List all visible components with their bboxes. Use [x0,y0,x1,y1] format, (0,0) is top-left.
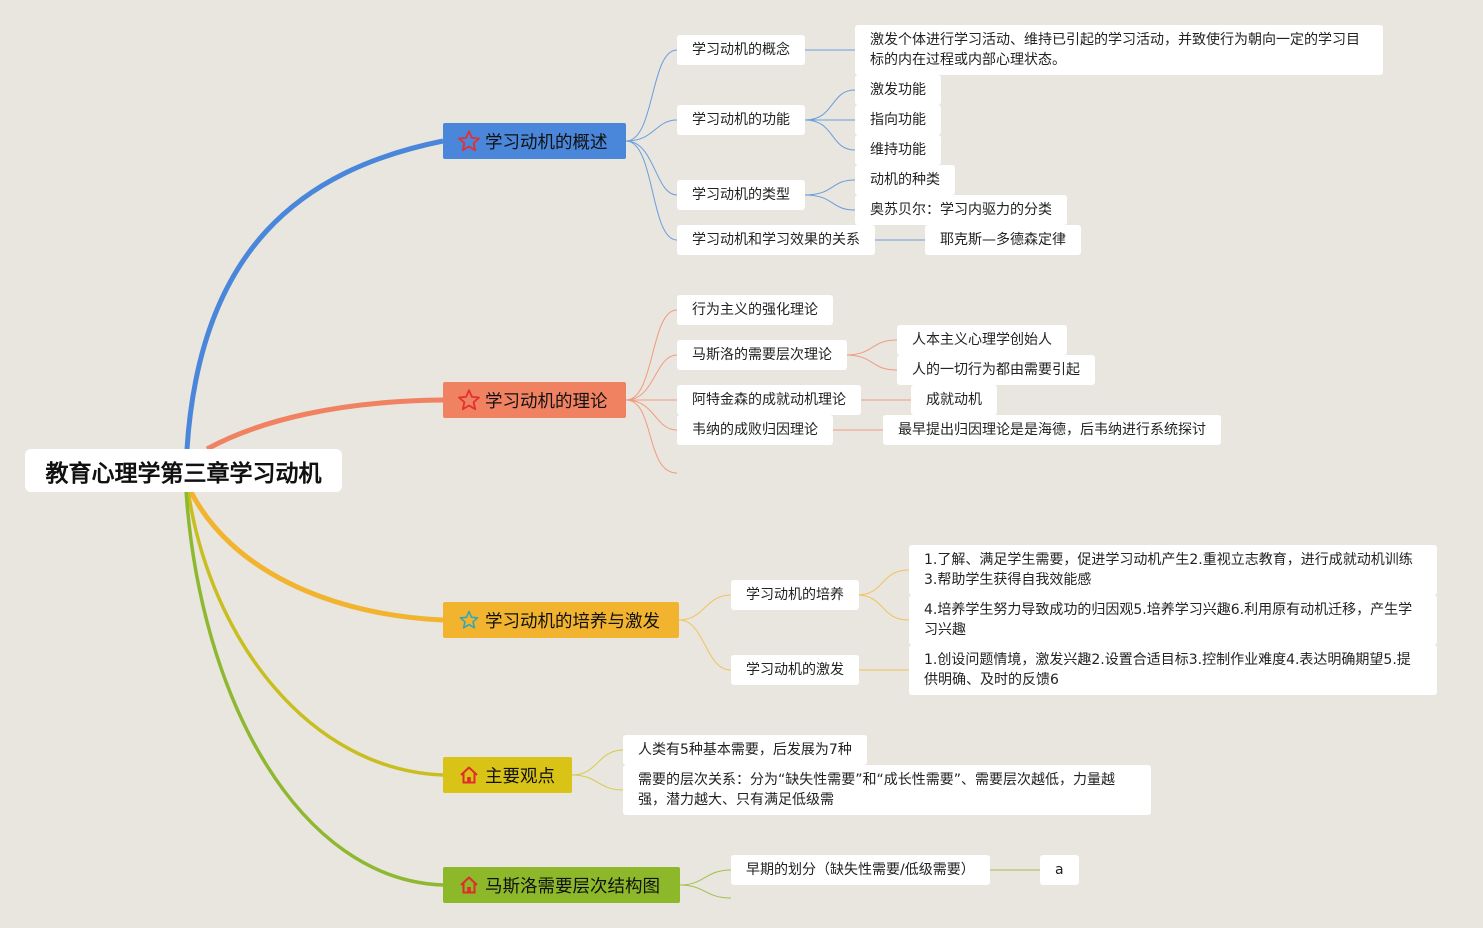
node-maslow-item[interactable]: 人本主义心理学创始人 [897,325,1067,355]
branch-maslow-chart[interactable]: 马斯洛需要层次结构图 [443,867,680,903]
branch-theory[interactable]: 学习动机的理论 [443,382,626,418]
node-weiner[interactable]: 韦纳的成败归因理论 [677,415,833,445]
node-behaviorism[interactable]: 行为主义的强化理论 [677,295,833,325]
node-early-item[interactable]: a [1040,855,1079,885]
node-cultivate-item[interactable]: 1.了解、满足学生需要，促进学习动机产生2.重视立志教育，进行成就动机训练3.帮… [909,545,1437,595]
node-early-division[interactable]: 早期的划分（缺失性需要/低级需要） [731,855,990,885]
node-view-item[interactable]: 人类有5种基本需要，后发展为7种 [623,735,867,765]
node-concept[interactable]: 学习动机的概念 [677,35,805,65]
node-function-item[interactable]: 维持功能 [855,135,941,165]
star-outline-icon [457,608,481,632]
root-topic[interactable]: 教育心理学第三章学习动机 [25,449,342,492]
node-atkinson[interactable]: 阿特金森的成就动机理论 [677,385,861,415]
node-view-item[interactable]: 需要的层次关系：分为“缺失性需要”和“成长性需要”、需要层次越低，力量越强，潜力… [623,765,1151,815]
node-weiner-item[interactable]: 最早提出归因理论是是海德，后韦纳进行系统探讨 [883,415,1221,445]
node-maslow[interactable]: 马斯洛的需要层次理论 [677,340,847,370]
connector-root-b4 [186,489,444,777]
star-icon [457,388,481,412]
branch-label: 主要观点 [485,766,555,787]
branch-cultivation[interactable]: 学习动机的培养与激发 [443,602,679,638]
node-type-item[interactable]: 动机的种类 [855,165,955,195]
node-relation-item[interactable]: 耶克斯—多德森定律 [925,225,1081,255]
branch-overview[interactable]: 学习动机的概述 [443,123,626,159]
home-icon [457,873,481,897]
node-atkinson-item[interactable]: 成就动机 [911,385,997,415]
branch-label: 学习动机的概述 [485,132,608,153]
connector-root-b5 [184,489,444,887]
branch-label: 马斯洛需要层次结构图 [485,876,660,897]
home-icon [457,763,481,787]
node-stimulate[interactable]: 学习动机的激发 [731,655,859,685]
node-cultivate-item[interactable]: 4.培养学生努力导致成功的归因观5.培养学习兴趣6.利用原有动机迁移，产生学习兴… [909,595,1437,645]
node-maslow-item[interactable]: 人的一切行为都由需要引起 [897,355,1095,385]
star-icon [457,129,481,153]
branch-main-views[interactable]: 主要观点 [443,757,572,793]
node-stimulate-item[interactable]: 1.创设问题情境，激发兴趣2.设置合适目标3.控制作业难度4.表达明确期望5.提… [909,645,1437,695]
node-function-item[interactable]: 指向功能 [855,105,941,135]
node-relation[interactable]: 学习动机和学习效果的关系 [677,225,875,255]
node-function-item[interactable]: 激发功能 [855,75,941,105]
connector-root-b2 [205,397,444,452]
node-concept-definition[interactable]: 激发个体进行学习活动、维持已引起的学习活动，并致使行为朝向一定的学习目标的内在过… [855,25,1383,75]
branch-label: 学习动机的培养与激发 [485,611,660,632]
connector-root-b1 [184,138,444,450]
branch-label: 学习动机的理论 [485,391,608,412]
node-function[interactable]: 学习动机的功能 [677,105,805,135]
root-title: 教育心理学第三章学习动机 [45,460,322,487]
connector-root-b3 [187,488,444,623]
node-types[interactable]: 学习动机的类型 [677,180,805,210]
node-type-item[interactable]: 奥苏贝尔：学习内驱力的分类 [855,195,1067,225]
node-cultivate[interactable]: 学习动机的培养 [731,580,859,610]
